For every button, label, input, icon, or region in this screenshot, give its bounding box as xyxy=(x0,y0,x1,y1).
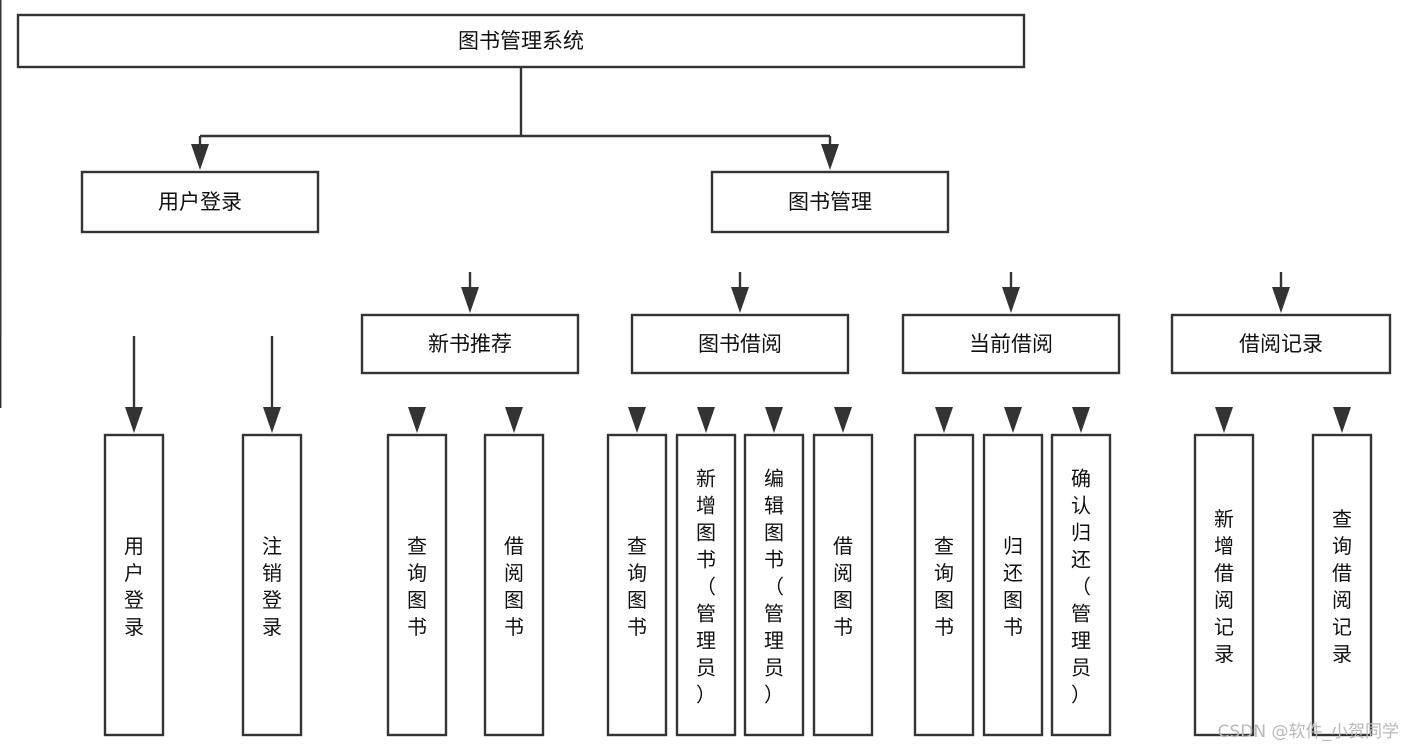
node-book-manage[interactable]: 图书管理 xyxy=(710,170,950,234)
node-box[interactable] xyxy=(360,313,580,375)
node-leaf-user-login[interactable]: 用户登录 xyxy=(103,433,165,737)
arrow-head-icon xyxy=(1002,287,1020,313)
arrow-head-icon xyxy=(461,287,479,313)
arrow-head-icon xyxy=(1072,407,1090,433)
node-box[interactable] xyxy=(812,433,874,737)
arrow-head-icon xyxy=(1004,407,1022,433)
arrow-head-icon xyxy=(263,407,281,433)
node-leaf-add-record[interactable]: 新增借阅记录 xyxy=(1193,433,1255,737)
node-leaf-add-book-admin[interactable]: 新增图书（管理员） xyxy=(675,433,737,737)
arrow-head-icon xyxy=(628,407,646,433)
node-label: 注销登录 xyxy=(262,534,282,639)
node-label: 借阅图书 xyxy=(833,534,853,639)
arrow-head-icon xyxy=(731,287,749,313)
node-leaf-edit-book-admin[interactable]: 编辑图书（管理员） xyxy=(743,433,805,737)
arrow-head-icon xyxy=(1333,407,1351,433)
node-box[interactable] xyxy=(1311,433,1373,737)
node-box[interactable] xyxy=(710,170,950,234)
arrow-head-icon xyxy=(505,407,523,433)
node-borrow-record[interactable]: 借阅记录 xyxy=(1170,313,1392,375)
node-label: 新书推荐 xyxy=(428,332,512,356)
node-current-borrow[interactable]: 当前借阅 xyxy=(901,313,1121,375)
node-label: 借阅图书 xyxy=(504,534,524,639)
node-box[interactable] xyxy=(913,433,975,737)
node-leaf-return-book[interactable]: 归还图书 xyxy=(982,433,1044,737)
node-label: 确认归还（管理员） xyxy=(1071,467,1091,707)
node-label: 归还图书 xyxy=(1003,534,1023,639)
node-box[interactable] xyxy=(483,433,545,737)
arrow-head-icon xyxy=(834,407,852,433)
node-label: 编辑图书（管理员） xyxy=(764,467,784,707)
node-label: 图书管理 xyxy=(788,190,872,214)
arrow-head-icon xyxy=(821,144,839,170)
node-label: 用户登录 xyxy=(158,190,242,214)
arrow-head-icon xyxy=(935,407,953,433)
node-leaf-query-book-3[interactable]: 查询图书 xyxy=(913,433,975,737)
arrow-head-icon xyxy=(191,144,209,170)
node-box[interactable] xyxy=(743,433,805,737)
node-leaf-query-book-2[interactable]: 查询图书 xyxy=(606,433,668,737)
node-leaf-borrow-book-2[interactable]: 借阅图书 xyxy=(812,433,874,737)
arrow-head-icon xyxy=(125,407,143,433)
node-label: 查询借阅记录 xyxy=(1332,507,1352,666)
node-label: 图书借阅 xyxy=(698,332,782,356)
node-leaf-borrow-book-1[interactable]: 借阅图书 xyxy=(483,433,545,737)
node-box[interactable] xyxy=(675,433,737,737)
node-box[interactable] xyxy=(1050,433,1112,737)
node-label: 当前借阅 xyxy=(969,332,1053,356)
arrow-head-icon xyxy=(408,407,426,433)
node-label: 借阅记录 xyxy=(1239,332,1323,356)
node-box[interactable] xyxy=(16,13,1026,69)
node-box[interactable] xyxy=(103,433,165,737)
node-user-login[interactable]: 用户登录 xyxy=(80,170,320,234)
node-book-borrow[interactable]: 图书借阅 xyxy=(630,313,850,375)
arrow-head-icon xyxy=(697,407,715,433)
node-box[interactable] xyxy=(630,313,850,375)
node-leaf-query-book-1[interactable]: 查询图书 xyxy=(386,433,448,737)
node-box[interactable] xyxy=(386,433,448,737)
node-box[interactable] xyxy=(80,170,320,234)
node-label: 查询图书 xyxy=(407,534,427,639)
node-label: 新增图书（管理员） xyxy=(696,467,716,707)
node-label: 新增借阅记录 xyxy=(1214,507,1234,666)
node-leaf-confirm-return[interactable]: 确认归还（管理员） xyxy=(1050,433,1112,737)
arrow-head-icon xyxy=(1272,287,1290,313)
node-label: 图书管理系统 xyxy=(458,29,584,53)
node-box[interactable] xyxy=(241,433,303,737)
node-box[interactable] xyxy=(1193,433,1255,737)
node-new-book-rec[interactable]: 新书推荐 xyxy=(360,313,580,375)
arrow-head-icon xyxy=(1215,407,1233,433)
node-box[interactable] xyxy=(901,313,1121,375)
node-box[interactable] xyxy=(1170,313,1392,375)
arrow-head-icon xyxy=(765,407,783,433)
node-label: 查询图书 xyxy=(934,534,954,639)
node-label: 查询图书 xyxy=(627,534,647,639)
watermark-label: CSDN @软件_小贺同学 xyxy=(1217,722,1399,742)
node-box[interactable] xyxy=(982,433,1044,737)
node-leaf-user-logout[interactable]: 注销登录 xyxy=(241,433,303,737)
node-root[interactable]: 图书管理系统 xyxy=(16,13,1026,69)
node-box[interactable] xyxy=(606,433,668,737)
node-label: 用户登录 xyxy=(124,534,144,639)
node-leaf-query-record[interactable]: 查询借阅记录 xyxy=(1311,433,1373,737)
